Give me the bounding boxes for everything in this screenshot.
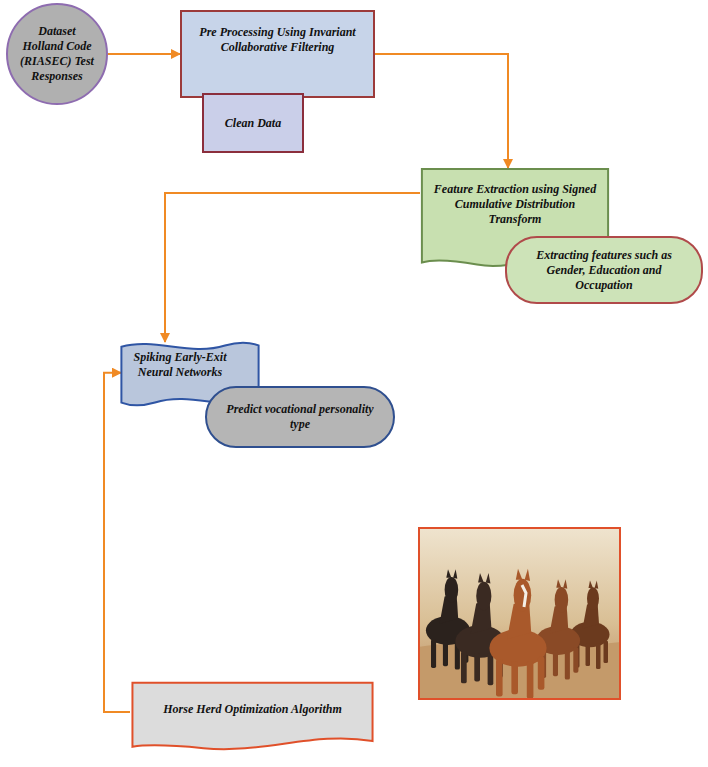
- node-label: Feature Extraction using Signed Cumulati…: [430, 182, 600, 227]
- flow-arrow: [104, 373, 130, 712]
- node-label: Pre Processing Using Invariant Collabora…: [192, 25, 363, 55]
- flow-arrow: [108, 53, 180, 55]
- feature-pill: Extracting features such as Gender, Educ…: [505, 236, 703, 304]
- process-box: Pre Processing Using Invariant Collabora…: [180, 10, 375, 98]
- flow-arrow: [375, 54, 508, 168]
- node-label: Dataset Holland Code (RIASEC) Test Respo…: [20, 24, 94, 84]
- node-label: Predict vocational personality type: [221, 402, 379, 432]
- flow-arrow: [165, 193, 420, 342]
- node-label: Clean Data: [225, 116, 281, 131]
- dataset-circle: Dataset Holland Code (RIASEC) Test Respo…: [6, 3, 108, 105]
- horse-illustration: [418, 527, 621, 700]
- node-label: Horse Herd Optimization Algorithm: [163, 702, 342, 717]
- optimizer-document: Horse Herd Optimization Algorithm: [130, 682, 375, 754]
- output-box: Clean Data: [202, 93, 304, 153]
- shape-outline: [130, 682, 375, 754]
- output-pill: Predict vocational personality type: [205, 386, 395, 448]
- node-label: Extracting features such as Gender, Educ…: [521, 248, 687, 293]
- node-label: Spiking Early-Exit Neural Networks: [128, 350, 232, 380]
